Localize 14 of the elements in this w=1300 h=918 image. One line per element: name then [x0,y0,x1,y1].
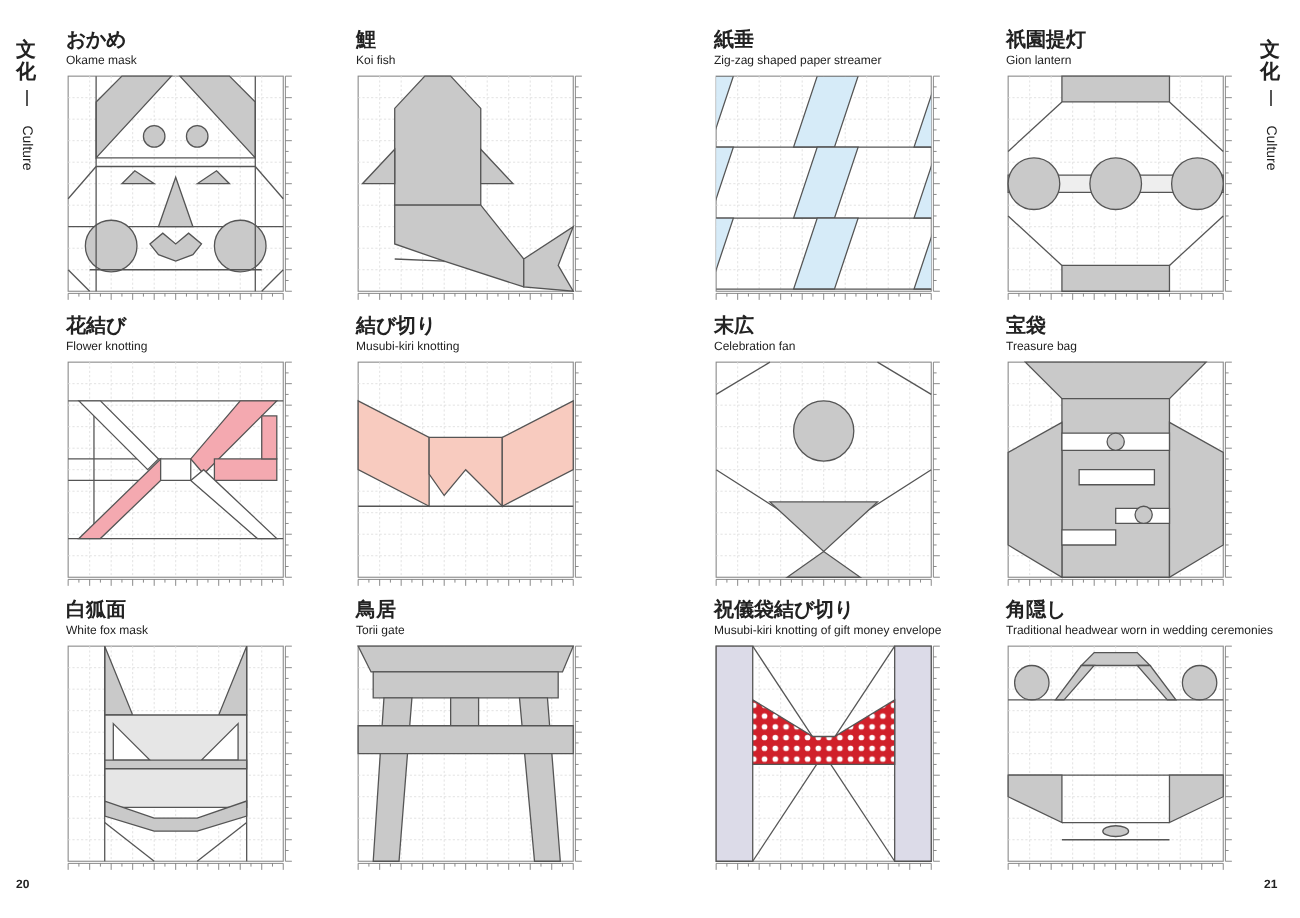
japanese-title: 鳥居 [356,600,396,624]
section-tab-label: 文化 [16,40,36,84]
japanese-title: おかめ [66,30,126,54]
japanese-title: 末広 [714,316,754,340]
section-tab-label: 文化 [1260,40,1280,84]
japanese-title: 宝袋 [1006,316,1046,340]
japanese-title: 結び切り [356,316,436,340]
japanese-title: 角隠し [1006,600,1066,624]
japanese-title: 祇園提灯 [1006,30,1086,54]
japanese-title: 紙垂 [714,30,754,54]
japanese-title: 白狐面 [66,600,126,624]
japanese-title: 祝儀袋結び切り [714,600,854,624]
japanese-title: 花結び [66,316,126,340]
japanese-title: 鯉 [356,30,376,54]
